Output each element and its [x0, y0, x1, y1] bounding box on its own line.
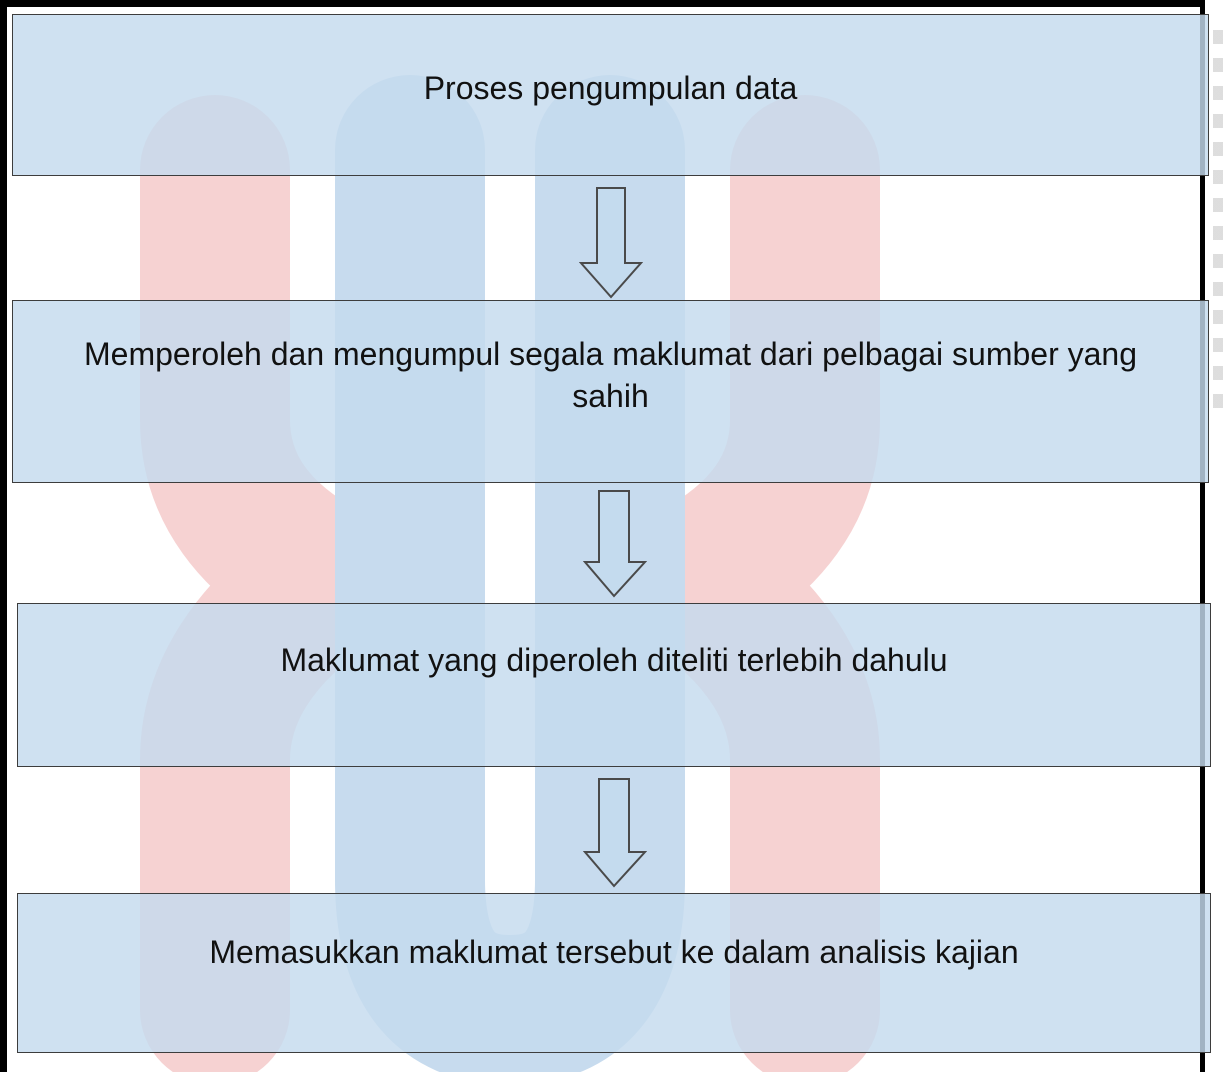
- step-box-3: Maklumat yang diperoleh diteliti terlebi…: [17, 603, 1211, 767]
- edge-artifact: [1213, 30, 1223, 410]
- step-label-1: Proses pengumpulan data: [423, 70, 798, 106]
- step-label-4: Memasukkan maklumat tersebut ke dalam an…: [209, 934, 1019, 970]
- step-label-2: Memperoleh dan mengumpul segala maklumat…: [83, 336, 1138, 414]
- down-arrow-icon: [583, 778, 647, 888]
- step-box-2: Memperoleh dan mengumpul segala maklumat…: [12, 300, 1209, 483]
- step-box-1: Proses pengumpulan data: [12, 14, 1209, 176]
- step-box-4: Memasukkan maklumat tersebut ke dalam an…: [17, 893, 1211, 1053]
- step-label-3: Maklumat yang diperoleh diteliti terlebi…: [280, 642, 948, 678]
- down-arrow-icon: [583, 490, 647, 598]
- down-arrow-icon: [579, 187, 643, 299]
